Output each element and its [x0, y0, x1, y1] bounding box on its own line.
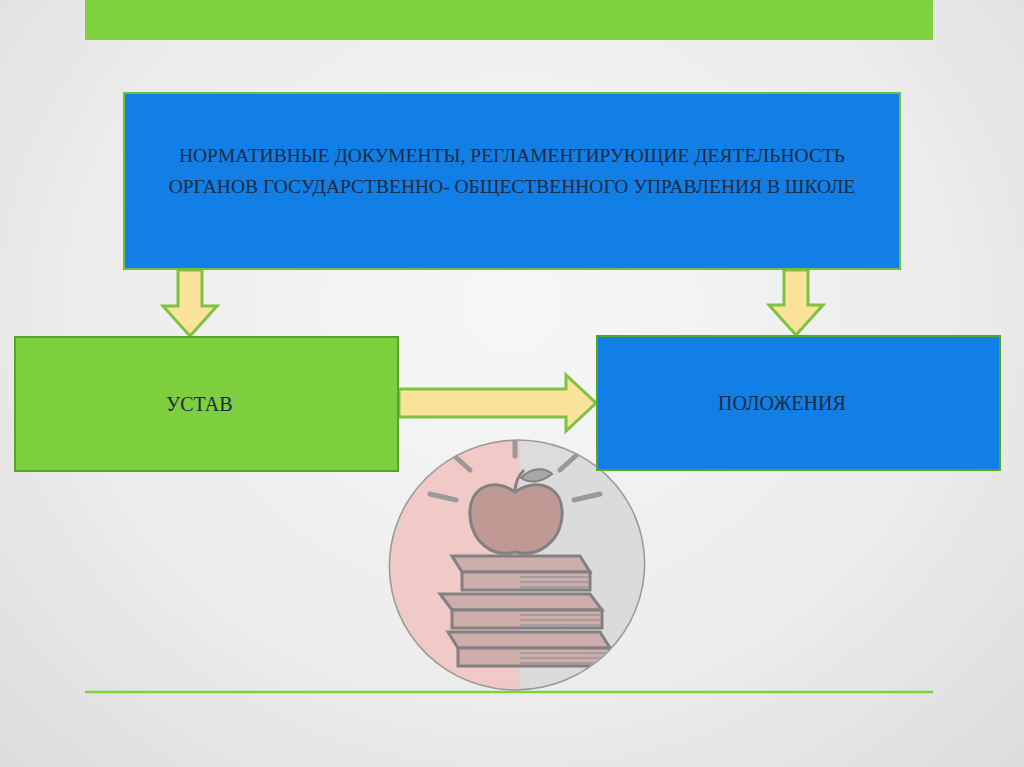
node-text: УСТАВ: [166, 389, 233, 419]
bottom-rule: [85, 691, 933, 694]
node-text: ПОЛОЖЕНИЯ: [718, 388, 846, 418]
top-bar: [85, 0, 933, 40]
header-box: НОРМАТИВНЫЕ ДОКУМЕНТЫ, РЕГЛАМЕНТИРУЮЩИЕ …: [123, 92, 901, 270]
node-text: НОРМАТИВНЫЕ ДОКУМЕНТЫ, РЕГЛАМЕНТИРУЮЩИЕ …: [165, 141, 859, 203]
block-arrow: [163, 270, 217, 336]
process-box: УСТАВ: [14, 336, 399, 472]
block-arrow: [769, 270, 823, 335]
block-arrow: [399, 375, 596, 431]
process-box: ПОЛОЖЕНИЯ: [596, 335, 1001, 471]
